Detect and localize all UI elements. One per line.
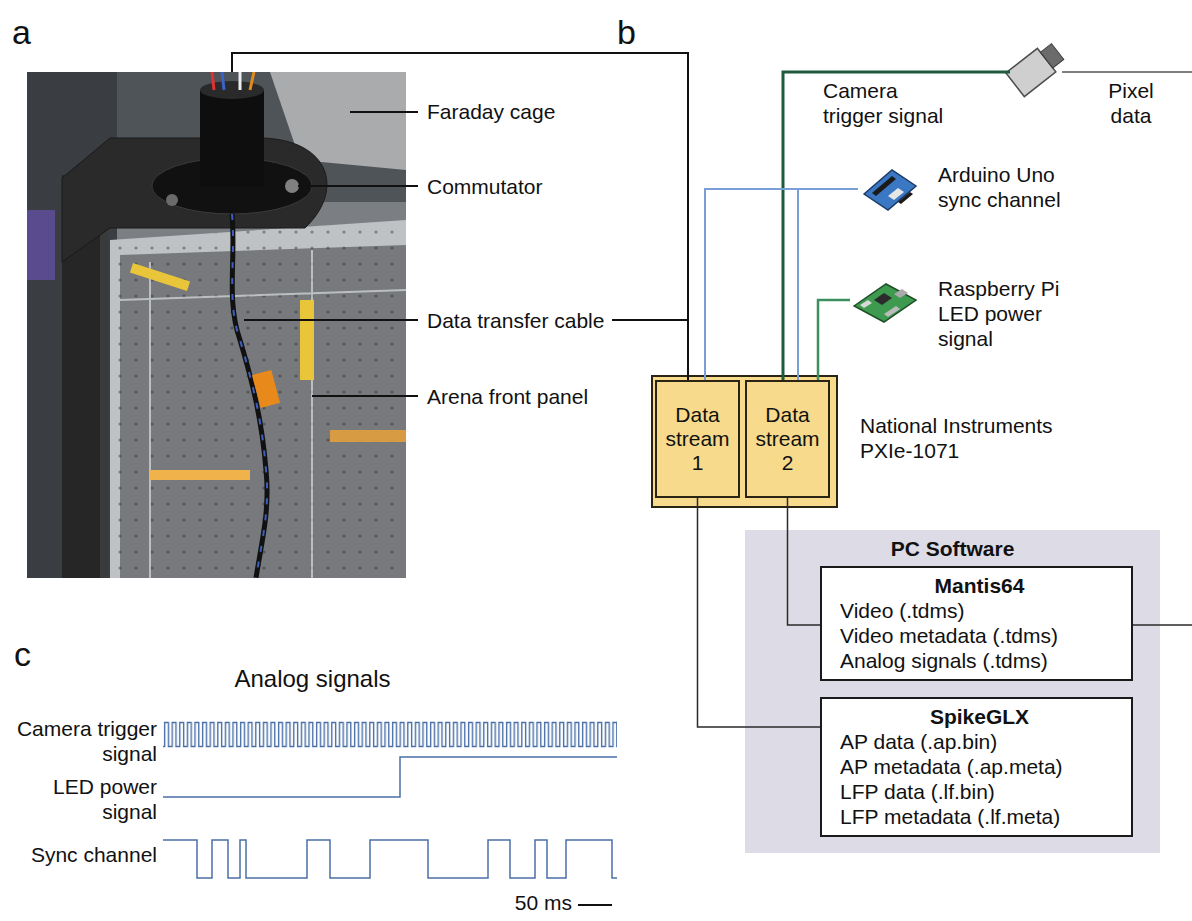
device-node: Raspberry PiLED power signal <box>850 276 1090 351</box>
part-label: Data transfer cable <box>427 308 604 333</box>
signal-wire <box>788 498 821 625</box>
stream-box: Data stream 1 <box>655 380 740 498</box>
board-part <box>864 170 916 210</box>
disc-hole <box>166 194 178 206</box>
program-box: Mantis64Video (.tdms)Video metadata (.td… <box>820 566 1133 681</box>
device-name: sync channel <box>938 187 1088 212</box>
signal-wire <box>705 189 858 380</box>
tape <box>252 370 280 408</box>
board-part <box>860 300 872 308</box>
stream-name: Data stream 1 <box>663 403 732 475</box>
file-entry: LFP data (.lf.bin) <box>840 779 1119 804</box>
mount-plate <box>62 138 327 262</box>
scale-bar <box>578 904 612 906</box>
tape <box>300 300 314 380</box>
signal-label: Sync channel <box>5 842 157 867</box>
wire <box>212 72 214 90</box>
leader-line <box>244 319 418 321</box>
board-part <box>894 289 908 298</box>
panel-letter: a <box>12 12 31 53</box>
panel-title: PC Software <box>745 536 1160 561</box>
wire <box>222 72 224 90</box>
software-panel-fill <box>745 530 1160 853</box>
part-label: Arena front panel <box>427 384 588 409</box>
board-part <box>884 306 900 317</box>
device-name: Arduino Uno <box>938 162 1088 187</box>
signal-label: Camera trigger signal <box>5 716 157 766</box>
file-entry: Video metadata (.tdms) <box>840 623 1119 648</box>
photo-ground <box>27 72 406 578</box>
wire-label: Camera trigger signal <box>823 78 953 128</box>
tape <box>130 263 190 291</box>
setup-photo <box>27 72 406 578</box>
tape <box>330 430 406 442</box>
leader-line <box>350 111 418 113</box>
tape <box>150 470 250 480</box>
wire-label: Pixel data <box>1098 78 1164 128</box>
arduino-icon <box>858 162 918 217</box>
wire <box>239 72 242 90</box>
led-trace <box>163 757 617 797</box>
file-entry: Analog signals (.tdms) <box>840 648 1119 673</box>
software-panel: PC SoftwareMantis64Video (.tdms)Video me… <box>745 530 1160 853</box>
wire <box>250 72 254 90</box>
signal-label: LED power signal <box>5 774 157 824</box>
signal-wire <box>818 300 850 380</box>
photo-object <box>27 210 55 280</box>
camera-lens <box>1040 44 1063 68</box>
file-entry: Video (.tdms) <box>840 598 1119 623</box>
panel-letter: c <box>14 634 31 675</box>
commutator-body <box>200 90 264 186</box>
video-wire <box>1133 624 1192 626</box>
device-name: Raspberry Pi <box>938 276 1090 301</box>
chassis-box: National Instruments PXIe-1071Data strea… <box>651 375 838 508</box>
stream-name: Data stream 2 <box>753 403 822 475</box>
pixel-wire <box>1062 71 1192 73</box>
board-part <box>888 188 904 200</box>
trigger-trace <box>163 721 617 748</box>
commutator-wire <box>232 53 688 382</box>
program-name: SpikeGLX <box>840 704 1119 729</box>
program-name: Mantis64 <box>840 573 1119 598</box>
file-entry: AP data (.ap.bin) <box>840 729 1119 754</box>
file-entry: AP metadata (.ap.meta) <box>840 754 1119 779</box>
chart-title: Analog signals <box>190 664 435 693</box>
board-part <box>854 284 916 322</box>
leader-line <box>312 395 418 397</box>
board-part <box>898 192 913 204</box>
device-name: LED power signal <box>938 301 1090 351</box>
signal-wire <box>698 498 821 727</box>
sync-trace <box>163 840 617 878</box>
part-label: Commutator <box>427 174 543 199</box>
file-entry: LFP metadata (.lf.meta) <box>840 804 1119 829</box>
disc-hole <box>285 179 299 193</box>
board-part <box>874 293 892 305</box>
camera-icon <box>1006 40 1067 97</box>
part-label: Faraday cage <box>427 99 555 124</box>
box-fills <box>652 376 1160 853</box>
signal-wire <box>798 189 858 380</box>
leader-lines <box>244 112 688 396</box>
chassis-name: National Instruments PXIe-1071 <box>860 413 1085 463</box>
program-box: SpikeGLXAP data (.ap.bin)AP metadata (.a… <box>820 697 1133 837</box>
mount-edge <box>100 175 108 578</box>
panel-letter: b <box>617 12 636 53</box>
stream-box: Data stream 2 <box>745 380 830 498</box>
chassis-box-fill <box>652 376 837 507</box>
leader-line <box>612 319 688 321</box>
leader-line <box>298 185 418 187</box>
scale-label: 50 ms <box>508 890 572 915</box>
device-node: Arduino Unosync channel <box>858 162 1088 217</box>
pi-icon <box>850 276 918 326</box>
commutator-top <box>200 81 264 99</box>
